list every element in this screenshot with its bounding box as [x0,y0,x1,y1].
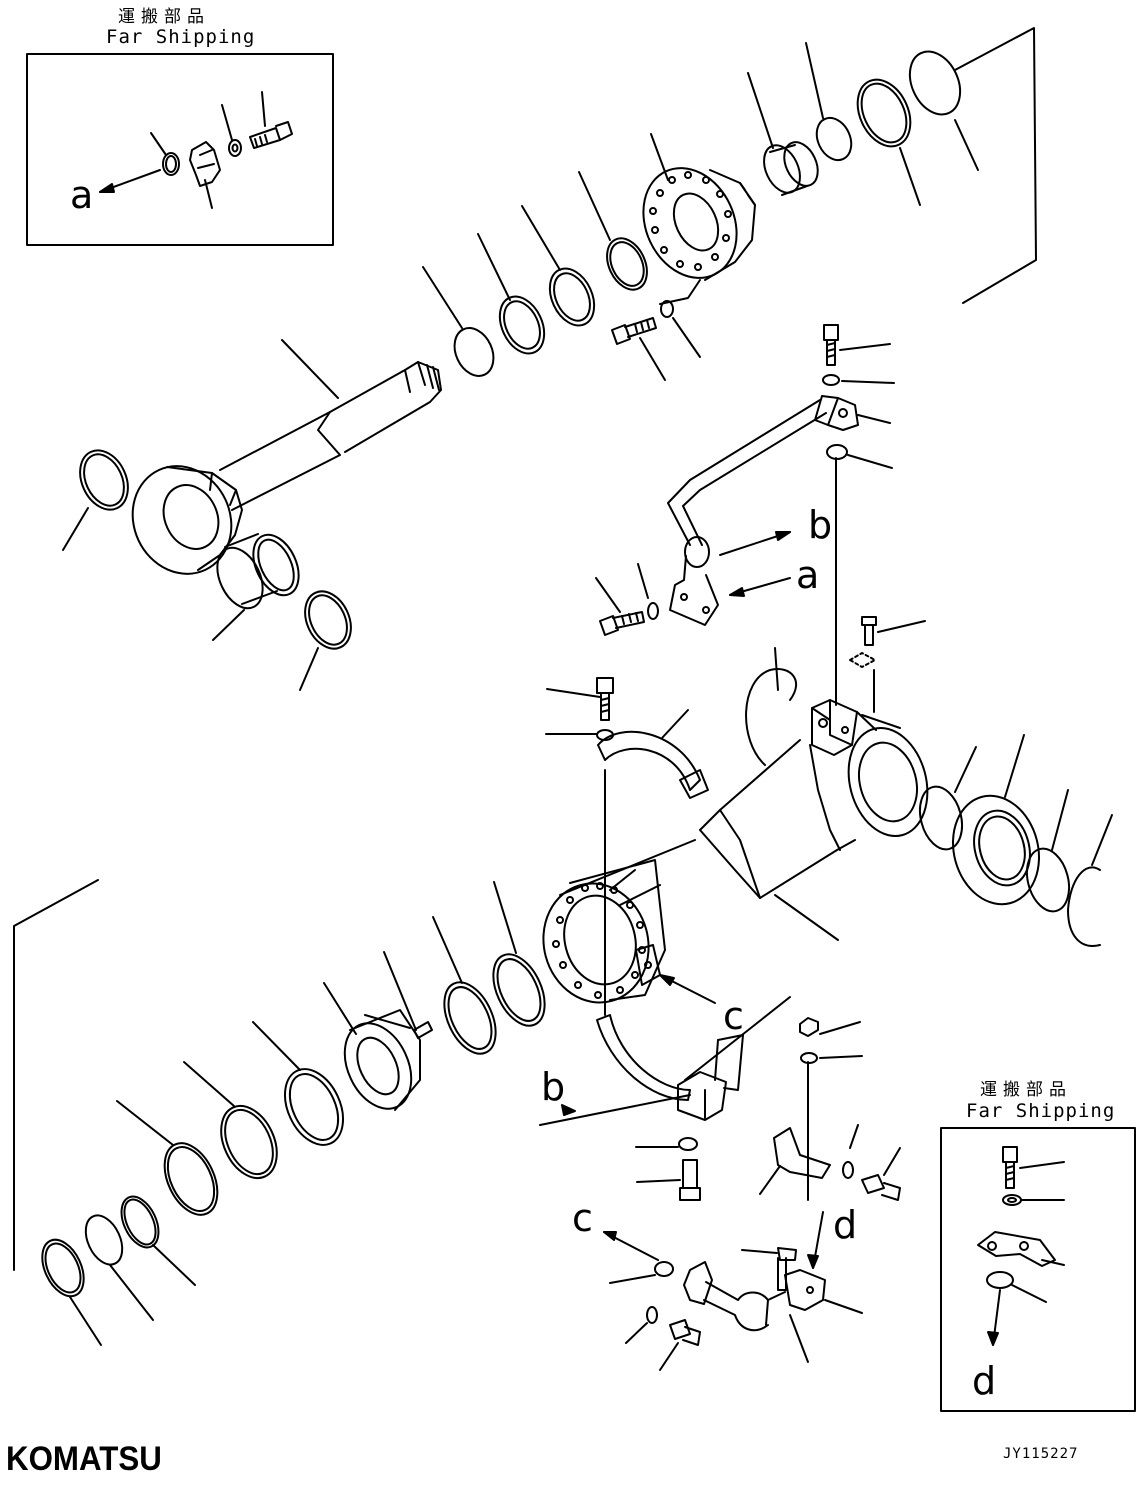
shipping-label-jp-bottom: 運搬部品 [980,1080,1072,1100]
callout-d-main: d [833,1203,858,1247]
tube-eye-parts [918,734,1113,947]
rod-eye-bushing [212,533,300,641]
komatsu-logo: KOMATSU [6,1440,162,1478]
rod-seals [422,171,648,377]
lower-pipe-assembly [603,1211,863,1371]
piston-rod [131,339,442,575]
inset2-split-flange [977,1231,1056,1267]
shipping-label-jp-top: 運搬部品 [118,7,210,27]
head-washer [660,300,674,318]
upper-bracket-line [954,27,1037,304]
head-seal-rings [747,42,979,206]
callout-c-lower: c [572,1196,593,1240]
inset-split-flange [189,141,221,187]
inset2-bolt-head [1002,1146,1018,1163]
inset-box-bottom-right [940,1127,1136,1412]
tube-top-bolt [849,616,926,713]
callout-a-main: a [796,553,820,597]
tube-snap-ring [745,668,797,766]
inset-box-top-left [26,53,334,246]
piston-and-seals [41,881,546,1346]
inset-oring [162,152,180,176]
drawing-code: JY115227 [1003,1446,1079,1462]
callout-c-upper: c [723,994,744,1038]
upper-pipe-assembly [595,324,895,706]
cylinder-tube [542,699,929,1004]
pipe-clamp-upper [545,677,709,1016]
callout-b-lower: b [541,1065,566,1109]
callout-b-upper: b [808,503,833,547]
rod-eye-seal-left [79,449,129,511]
pipe-clamp-lower [539,996,901,1201]
rod-eye-seal-right [304,590,352,650]
head-bolt [611,317,701,381]
callout-a-inset: a [70,173,94,217]
inset-washer [228,139,242,157]
shipping-label-en-top: Far Shipping [106,26,256,48]
inset2-oring [986,1271,1014,1289]
lower-bracket-line [13,879,99,1271]
inset2-washer [1002,1194,1022,1206]
callout-d-inset: d [972,1359,997,1403]
shipping-label-en-bottom: Far Shipping [966,1100,1116,1122]
